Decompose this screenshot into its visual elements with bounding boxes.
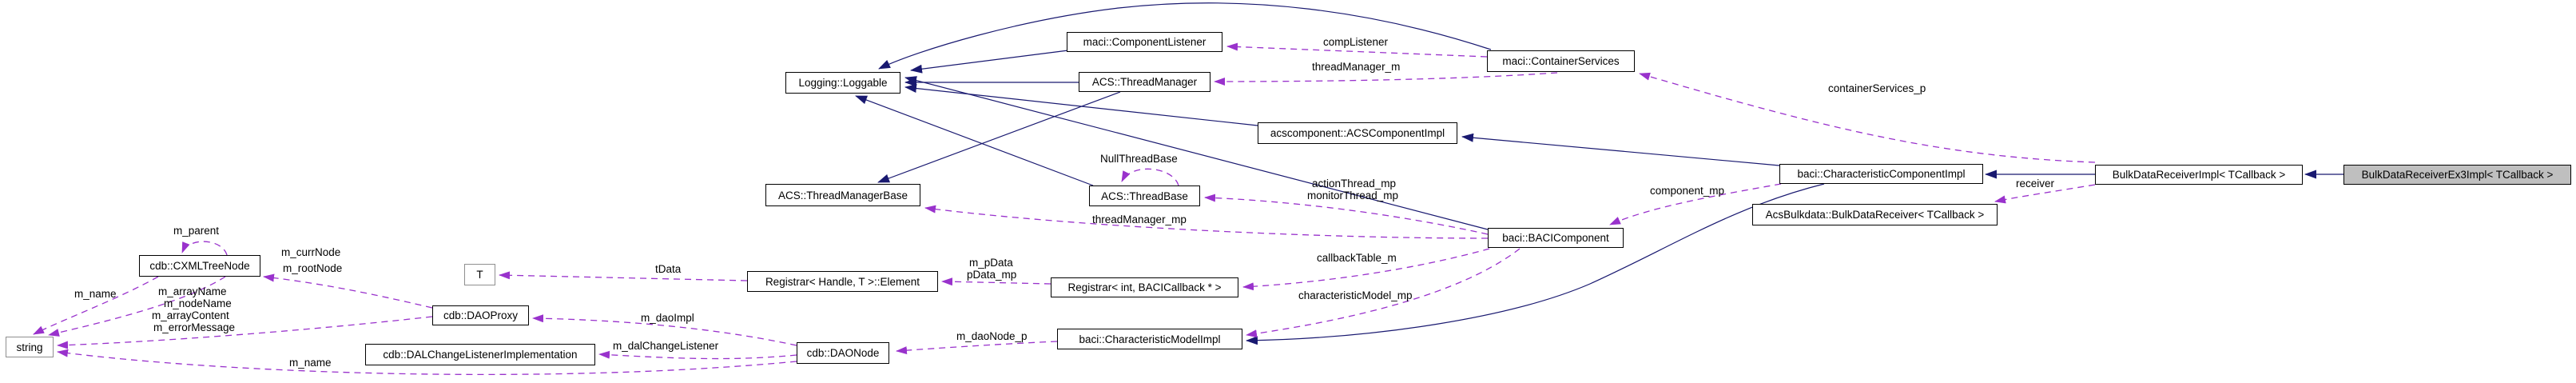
edge-label-mname-left: m_name	[74, 288, 117, 300]
edge-component-mp-usage	[1609, 183, 1782, 225]
edge-daoproxy-string-usage	[57, 316, 433, 349]
edge-label-mdaonode-p: m_daoNode_p	[956, 330, 1028, 342]
edge-label-mparent: m_parent	[173, 225, 220, 237]
edge-mdaoimpl-usage	[532, 314, 797, 346]
node-registrar-element[interactable]: Registrar< Handle, T >::Element	[747, 271, 938, 292]
edge-label-complistener: compListener	[1323, 36, 1389, 48]
node-baci-characteristiccomponentimpl[interactable]: baci::CharacteristicComponentImpl	[1779, 164, 1983, 184]
edge-threadmanager-m-usage	[1214, 72, 1558, 86]
edge-containerservices-p-usage	[1639, 72, 2096, 163]
node-maci-componentlistener[interactable]: maci::ComponentListener	[1067, 32, 1222, 52]
node-cdb-daonode[interactable]: cdb::DAONode	[797, 342, 889, 364]
edge-label-mcurrnode: m_currNode	[281, 246, 341, 258]
edge-mcurrnode-usage	[263, 273, 433, 309]
node-baci-bacicomponent[interactable]: baci::BACIComponent	[1488, 228, 1624, 248]
edge-label-containerservices-p: containerServices_p	[1828, 82, 1926, 94]
node-acs-threadmanagerbase[interactable]: ACS::ThreadManagerBase	[765, 184, 920, 206]
edge-label-component-mp: component_mp	[1650, 185, 1725, 197]
edge-bacicomponent-to-loggable	[904, 76, 1489, 230]
node-acs-threadmanager[interactable]: ACS::ThreadManager	[1079, 72, 1210, 92]
node-logging-loggable[interactable]: Logging::Loggable	[785, 72, 900, 94]
edge-callbacktable-usage	[1242, 248, 1490, 291]
node-acsbulkdata-bulkdatareceiver[interactable]: AcsBulkdata::BulkDataReceiver< TCallback…	[1752, 204, 1998, 225]
edge-label-nullthreadbase: NullThreadBase	[1100, 153, 1178, 165]
edge-label-mnodename: m_nodeName	[164, 297, 232, 309]
edge-label-pdata-mp: pData_mp	[967, 269, 1017, 281]
node-bulkdatareceiverimpl[interactable]: BulkDataReceiverImpl< TCallback >	[2095, 165, 2303, 185]
edge-threadmanager-to-threadmanagerbase	[877, 91, 1121, 183]
edge-charcomponentimpl-to-charmodelimpl	[1246, 183, 1825, 345]
edge-label-callbacktable-m: callbackTable_m	[1317, 252, 1397, 264]
edge-label-tdata: tData	[655, 263, 682, 275]
edge-label-merrormessage: m_errorMessage	[153, 321, 236, 333]
node-cdb-dalchangelistenerimplementation[interactable]: cdb::DALChangeListenerImplementation	[365, 344, 595, 365]
edge-componentlistener-to-loggable	[910, 50, 1069, 74]
node-cdb-cxmltreenode[interactable]: cdb::CXMLTreeNode	[139, 255, 260, 277]
edge-charcomponentimpl-to-acscomponentimpl	[1461, 133, 1780, 166]
node-string[interactable]: string	[6, 337, 54, 357]
edge-label-mdaoimpl: m_daoImpl	[641, 312, 694, 324]
edge-label-characteristicmodel-mp: characteristicModel_mp	[1298, 289, 1413, 301]
node-acscomponentimpl[interactable]: acscomponent::ACSComponentImpl	[1258, 122, 1457, 144]
edge-label-mname-bottom: m_name	[289, 357, 332, 369]
node-bulkdatareceiverex3impl: BulkDataReceiverEx3Impl< TCallback >	[2343, 165, 2571, 185]
edge-mpdata-usage	[941, 277, 1051, 286]
node-baci-characteristicmodelimpl[interactable]: baci::CharacteristicModelImpl	[1057, 329, 1242, 349]
edge-actionthread-usage	[1204, 193, 1489, 235]
edge-threadmanager-mp-usage	[924, 205, 1489, 239]
edge-tdata-usage	[499, 271, 748, 281]
edge-marrayname-usage	[48, 276, 226, 337]
edge-characteristicmodel-mp-usage	[1246, 248, 1521, 338]
edge-mdaonode-p-usage	[896, 341, 1058, 355]
edge-receiver-usage	[1994, 184, 2096, 204]
edge-label-receiver: receiver	[2016, 178, 2055, 190]
node-cdb-daoproxy[interactable]: cdb::DAOProxy	[432, 305, 529, 325]
edge-complistener-usage	[1226, 42, 1488, 58]
edge-mparent-selfloop	[181, 241, 228, 256]
edge-label-mdalchangelistener: m_dalChangeListener	[613, 340, 719, 352]
node-registrar-int-bacicallback[interactable]: Registrar< int, BACICallback * >	[1051, 277, 1238, 297]
edge-label-marrayname: m_arrayName	[158, 285, 227, 297]
edge-label-monitorthread-mp: monitorThread_mp	[1307, 190, 1399, 201]
edge-nullthreadbase-selfloop	[1121, 168, 1179, 186]
edge-mname-usage	[33, 276, 159, 335]
edge-label-mpdata: m_pData	[969, 257, 1013, 269]
edge-label-marraycontent: m_arrayContent	[152, 309, 229, 321]
edge-label-actionthread-mp: actionThread_mp	[1312, 178, 1397, 190]
node-maci-containerservices[interactable]: maci::ContainerServices	[1487, 50, 1635, 72]
edge-mdalchangelistener-usage	[598, 350, 797, 360]
edge-label-threadmanager-mp: threadManager_mp	[1092, 213, 1187, 225]
edge-containerservices-to-loggable	[878, 2, 1492, 70]
edge-label-mrootnode: m_rootNode	[283, 262, 343, 274]
edge-mname-bottom-usage	[57, 349, 797, 376]
node-acs-threadbase[interactable]: ACS::ThreadBase	[1089, 186, 1200, 206]
edge-label-threadmanager-m: threadManager_m	[1312, 61, 1401, 73]
edge-threadbase-to-loggable	[855, 95, 1094, 186]
node-template-t[interactable]: T	[464, 264, 495, 285]
